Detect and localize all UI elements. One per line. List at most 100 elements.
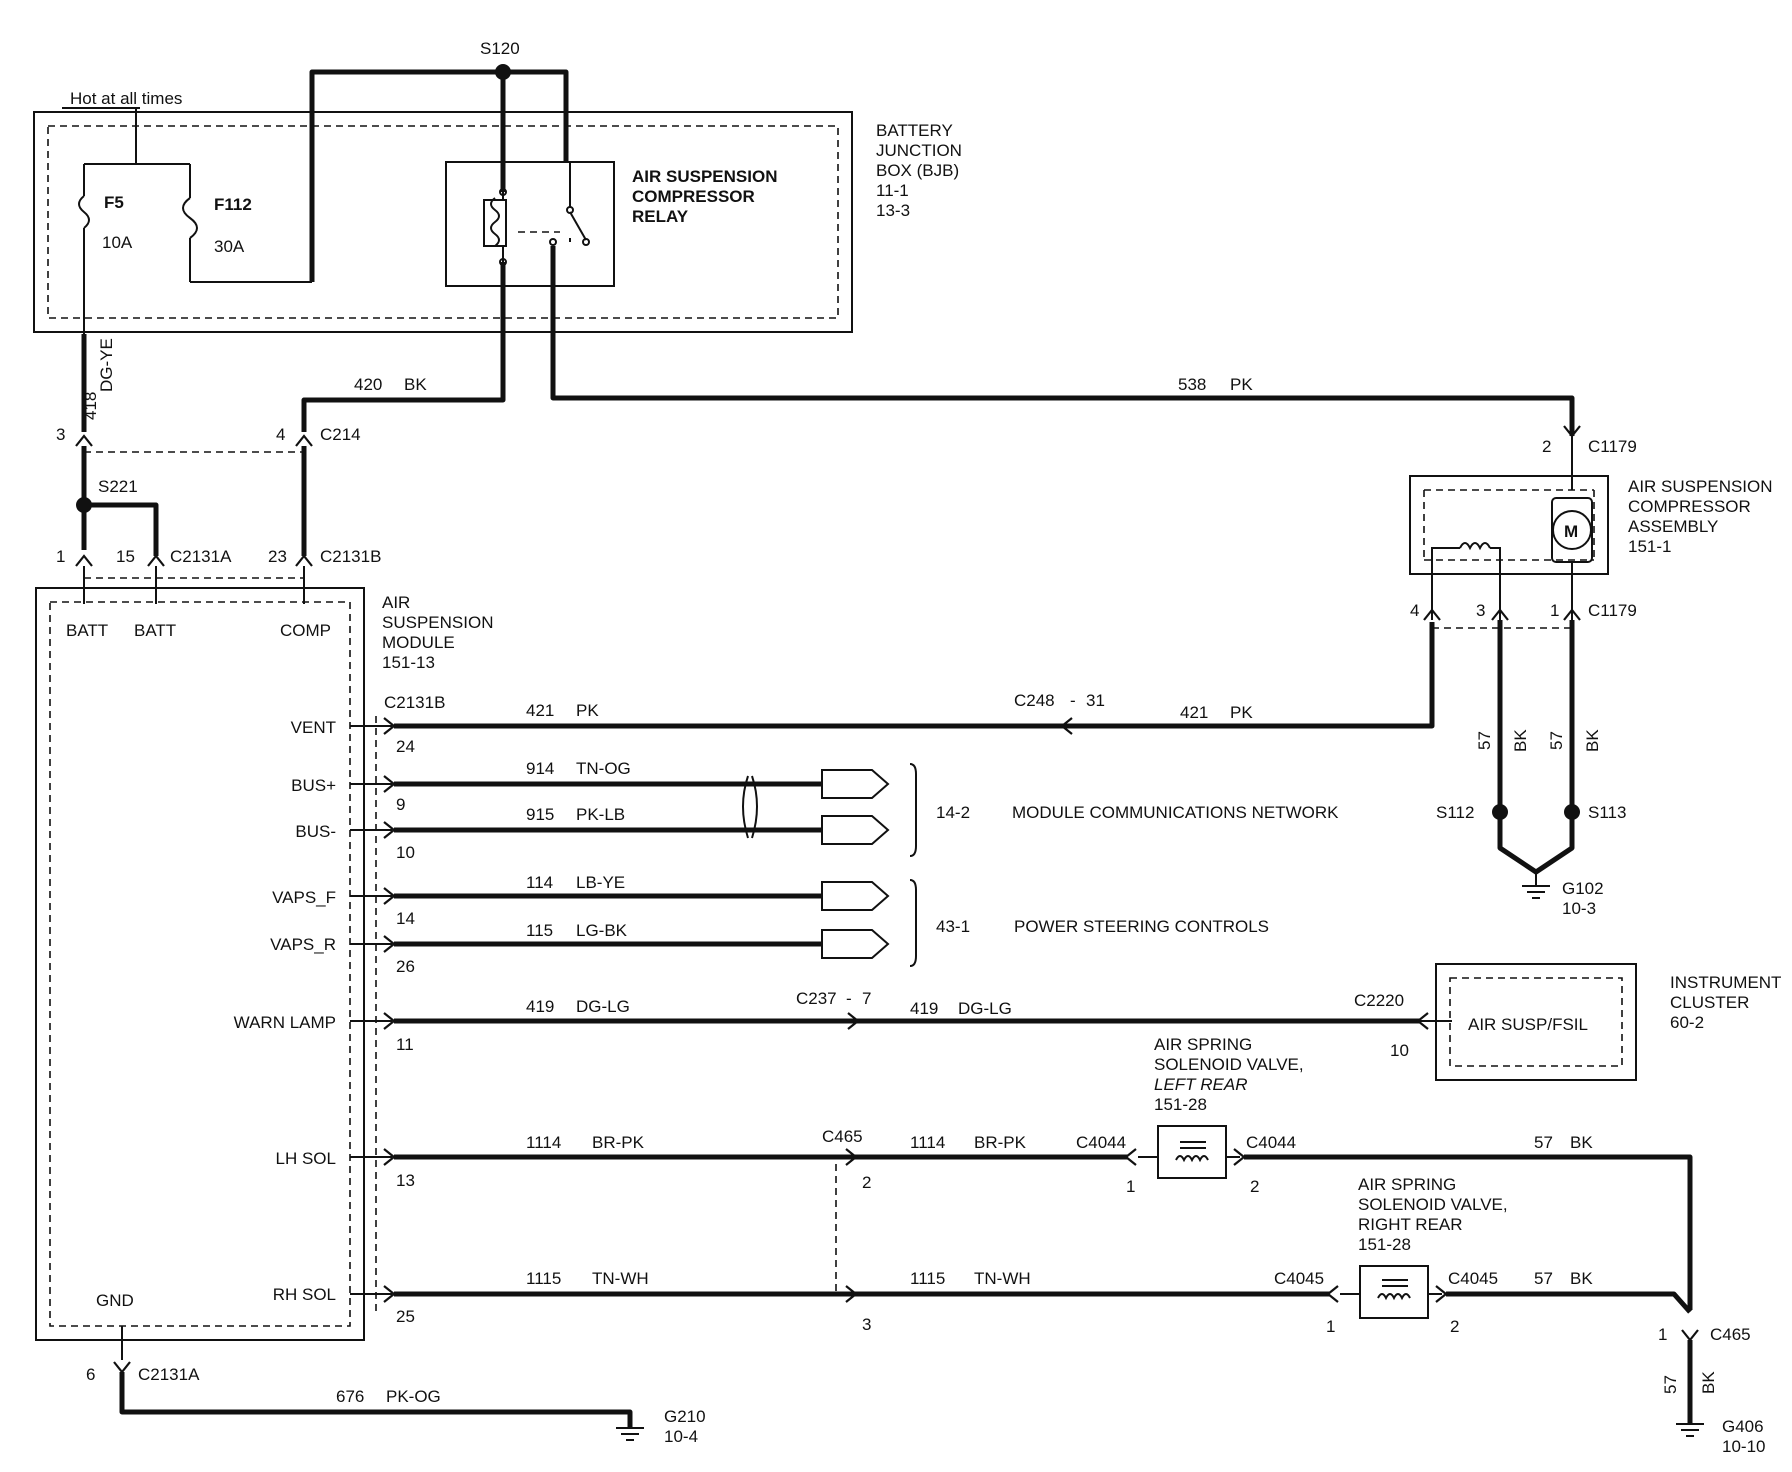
instrument-cluster-inner: AIR SUSP/FSIL <box>1468 1015 1588 1034</box>
module-pin-comp: COMP <box>280 621 331 640</box>
c237-name: C237 <box>796 989 837 1008</box>
warn-lamp-circuit: 419 DG-LG C237 - 7 419 DG-LG C2220 10 <box>394 989 1452 1060</box>
module-pin-gnd: GND <box>96 1291 134 1310</box>
c2131a-bottom-name: C2131A <box>138 1365 200 1384</box>
air-suspension-compressor-assembly: AIR SUSPENSION COMPRESSOR ASSEMBLY 151-1… <box>1409 475 1773 620</box>
wire-1114a-circuit: 1114 <box>526 1133 561 1152</box>
c4044-pin-2: 2 <box>1250 1177 1259 1196</box>
c1179-pin-1: 1 <box>1550 601 1559 620</box>
compressor-title-4: 151-1 <box>1628 537 1671 556</box>
bjb-title-2: JUNCTION <box>876 141 962 160</box>
module-title-3: MODULE <box>382 633 455 652</box>
pin-num-warn-lamp: 11 <box>396 1035 414 1054</box>
c248-pin: 31 <box>1086 691 1105 710</box>
pin-num-vaps-r: 26 <box>396 957 415 976</box>
c4044-name-right: C4044 <box>1246 1133 1296 1152</box>
rh-sol-circuit: 1115 TN-WH 3 1115 TN-WH C4045 1 <box>394 1269 1339 1336</box>
wire-57-s112-color: BK <box>1511 729 1530 752</box>
pin-num-bus-plus: 9 <box>396 795 405 814</box>
c2131a-bottom-pin: 6 <box>86 1365 95 1384</box>
module-pin-batt-2: BATT <box>134 621 176 640</box>
wire-538-circuit: 538 <box>1178 375 1206 394</box>
wire-420-color: BK <box>404 375 427 394</box>
lh-valve-return: C4044 2 57 BK <box>1233 1133 1693 1310</box>
module-title-1: AIR <box>382 593 410 612</box>
c4045-name-right: C4045 <box>1448 1269 1498 1288</box>
pin-num-vaps-f: 14 <box>396 909 415 928</box>
compressor-bottom-connector: 4 3 1 C1179 <box>1410 601 1637 629</box>
vaps-circuits: 114 LB-YE 115 LG-BK 43-1 POWER STEERING … <box>394 873 1269 967</box>
g102-ref: 10-3 <box>1562 899 1596 918</box>
wire-57-lr-color: BK <box>1570 1133 1593 1152</box>
instrument-cluster-title-1: INSTRUMENT <box>1670 973 1781 992</box>
motor-label: M <box>1564 522 1578 541</box>
lh-sol-circuit: 1114 BR-PK C465 2 1114 BR-PK C4044 1 <box>394 1127 1137 1196</box>
wire-676-circuit: 676 <box>336 1387 364 1406</box>
wire-115-color: LG-BK <box>576 921 628 940</box>
valve-left-title-2: SOLENOID VALVE, <box>1154 1055 1304 1074</box>
psc-ref: 43-1 <box>936 917 970 936</box>
module-pin-stubs <box>350 717 396 1303</box>
g210-name: G210 <box>664 1407 706 1426</box>
valve-left-title-4: 151-28 <box>1154 1095 1207 1114</box>
module-pin-vaps-r: VAPS_R <box>270 935 336 954</box>
pin-num-rh-sol: 25 <box>396 1307 415 1326</box>
c465-right-pin: 1 <box>1658 1325 1667 1344</box>
bus-circuits: 914 TN-OG 915 PK-LB 14-2 MODULE COMMUNIC… <box>394 759 1339 857</box>
wire-418-color: DG-YE <box>97 338 116 392</box>
c465-mid-name: C465 <box>822 1127 863 1146</box>
wire-421a-circuit: 421 <box>526 701 554 720</box>
splice-s221-label: S221 <box>98 477 138 496</box>
bjb-title-4: 11-1 <box>876 181 909 200</box>
wire-1115a-circuit: 1115 <box>526 1269 561 1288</box>
wire-1115a-color: TN-WH <box>592 1269 649 1288</box>
module-pin-vaps-f: VAPS_F <box>272 888 336 907</box>
valve-right-title-4: 151-28 <box>1358 1235 1411 1254</box>
c237-sep: - <box>846 989 852 1008</box>
module-pin-bus-plus: BUS+ <box>291 776 336 795</box>
wire-57-g406-color: BK <box>1699 1371 1718 1394</box>
wire-114-color: LB-YE <box>576 873 625 892</box>
module-pin-rh-sol: RH SOL <box>273 1285 336 1304</box>
wire-418-circuit: 418 <box>81 392 100 420</box>
vaps-f-pointer <box>821 881 890 911</box>
c465-right-name: C465 <box>1710 1325 1751 1344</box>
mcn-ref: 14-2 <box>936 803 970 822</box>
wire-1114b-color: BR-PK <box>974 1133 1027 1152</box>
g406-ref: 10-10 <box>1722 1437 1765 1456</box>
c2220-pin: 10 <box>1390 1041 1409 1060</box>
compressor-top-connector: 2 C1179 <box>1542 425 1637 490</box>
g210-ref: 10-4 <box>664 1427 698 1446</box>
wire-419b-circuit: 419 <box>910 999 938 1018</box>
splice-s120-label: S120 <box>480 39 520 58</box>
valve-left-title-3: LEFT REAR <box>1154 1075 1248 1094</box>
wire-57-lr-circuit: 57 <box>1534 1133 1553 1152</box>
wire-421b-circuit: 421 <box>1180 703 1208 722</box>
bus-minus-pointer <box>821 815 890 845</box>
c465-mid-pin-3: 3 <box>862 1315 871 1334</box>
psc-label: POWER STEERING CONTROLS <box>1014 917 1269 936</box>
pin-num-vent: 24 <box>396 737 415 756</box>
valve-left-title-1: AIR SPRING <box>1154 1035 1252 1054</box>
g406-name: G406 <box>1722 1417 1764 1436</box>
module-pin-batt-1: BATT <box>66 621 108 640</box>
air-suspension-compressor-relay: AIR SUSPENSION COMPRESSOR RELAY <box>445 161 777 287</box>
wire-419a-color: DG-LG <box>576 997 630 1016</box>
wire-1114b-circuit: 1114 <box>910 1133 945 1152</box>
relay-title-2: COMPRESSOR <box>632 187 755 206</box>
connector-c2131-top: 1 15 C2131A 23 C2131B <box>56 547 381 604</box>
instrument-cluster-title-2: CLUSTER <box>1670 993 1749 1012</box>
c1179-top-pin: 2 <box>1542 437 1551 456</box>
compressor-ground-circuit: 57 BK 57 BK S112 S113 G102 10-3 <box>1436 620 1626 918</box>
c248-sep: - <box>1070 691 1076 710</box>
bus-plus-pointer <box>821 769 890 799</box>
battery-junction-box: Hot at all times BATTERY JUNCTION BOX (B… <box>33 89 962 334</box>
bjb-title-1: BATTERY <box>876 121 953 140</box>
left-rear-solenoid-valve: AIR SPRING SOLENOID VALVE, LEFT REAR 151… <box>1138 1035 1304 1179</box>
wire-57-s112-circuit: 57 <box>1475 731 1494 750</box>
valve-right-title-2: SOLENOID VALVE, <box>1358 1195 1508 1214</box>
c237-pin: 7 <box>862 989 871 1008</box>
c2131a-pin-1: 1 <box>56 547 65 566</box>
fuse-f112-rating: 30A <box>214 237 245 256</box>
